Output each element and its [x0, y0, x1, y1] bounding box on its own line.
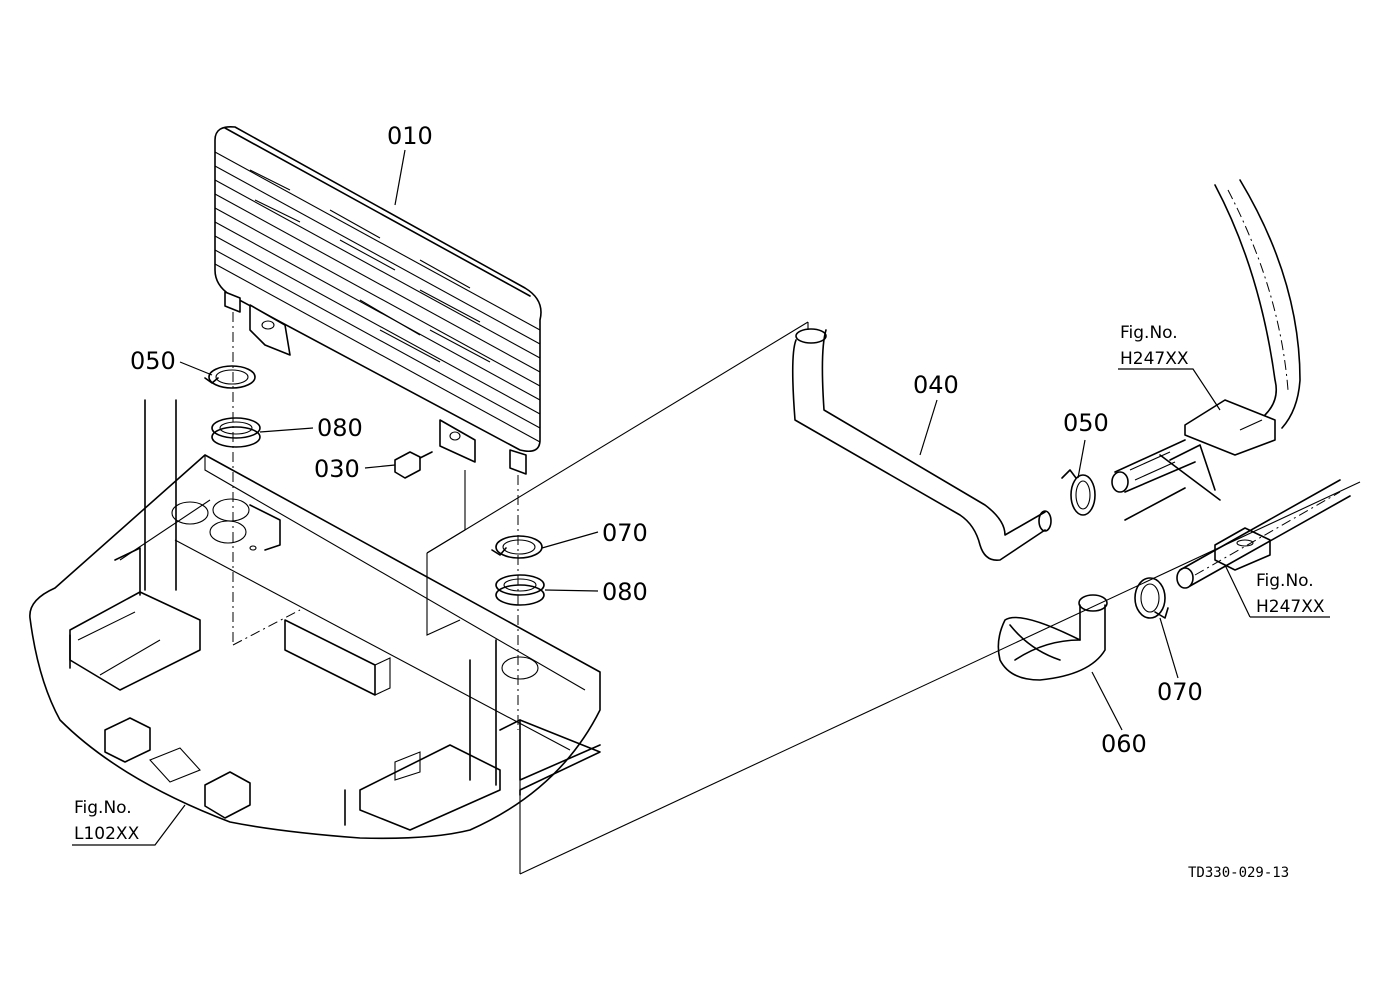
- part-labels: 010 050 080 030 070 080 040 050 070 060: [130, 122, 1203, 758]
- bolt-030: [394, 451, 433, 479]
- base-frame: [29, 399, 601, 840]
- clamp-070-right: [1134, 577, 1169, 619]
- figure-references: Fig.No. H247XX Fig.No. H247XX Fig.No. L1…: [74, 323, 1325, 844]
- pipe-upper-right: [1111, 179, 1301, 521]
- label-070-mid: 070: [602, 519, 648, 547]
- center-lines: [232, 312, 519, 730]
- label-080-left: 080: [317, 414, 363, 442]
- clamp-050-right: [1061, 469, 1096, 516]
- label-070-right: 070: [1157, 678, 1203, 706]
- hose-040: [791, 328, 1052, 562]
- oil-cooler-010: [214, 125, 542, 475]
- pipe-lower-right: [1176, 479, 1351, 589]
- label-030: 030: [314, 455, 360, 483]
- label-050-left: 050: [130, 347, 176, 375]
- fig-ref-left-line2: L102XX: [74, 824, 140, 844]
- leader-lines: [72, 149, 1330, 846]
- fig-ref-mid-line1: Fig.No.: [1256, 571, 1314, 591]
- fig-ref-mid-line2: H247XX: [1256, 597, 1325, 617]
- label-050-right: 050: [1063, 409, 1109, 437]
- clamp-050-left: [204, 365, 256, 389]
- seal-080-left: [211, 417, 261, 448]
- label-040: 040: [913, 371, 959, 399]
- label-010: 010: [387, 122, 433, 150]
- seal-080-mid: [495, 574, 545, 606]
- hose-060: [997, 594, 1108, 681]
- label-060: 060: [1101, 730, 1147, 758]
- fig-ref-left-line1: Fig.No.: [74, 798, 132, 818]
- label-080-mid: 080: [602, 578, 648, 606]
- fig-ref-top-line2: H247XX: [1120, 349, 1189, 369]
- fig-ref-top-line1: Fig.No.: [1120, 323, 1178, 343]
- section-frame: [426, 321, 1361, 875]
- clamp-070-mid: [491, 535, 543, 559]
- drawing-code: TD330-029-13: [1188, 865, 1289, 881]
